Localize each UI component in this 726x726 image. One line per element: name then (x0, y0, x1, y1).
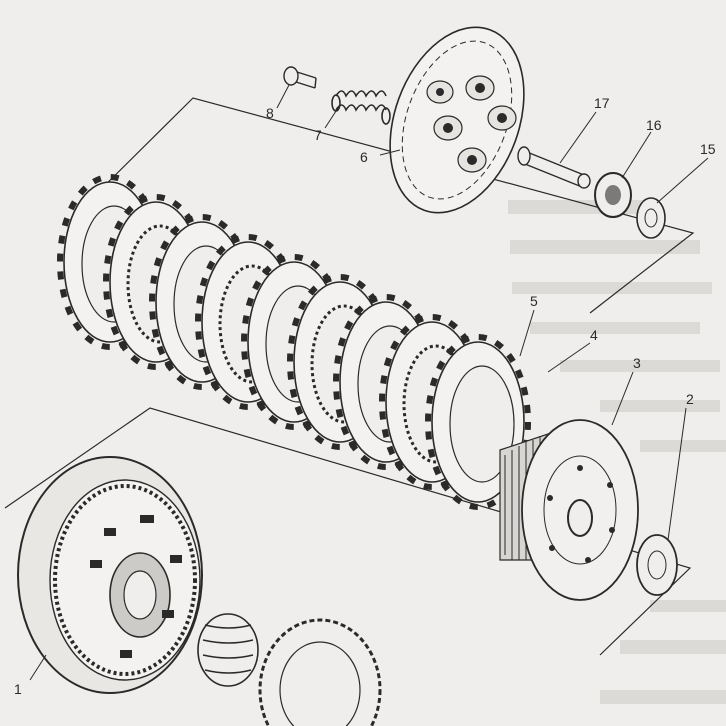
callout-7: 7 (314, 127, 322, 143)
callout-6: 6 (360, 149, 368, 165)
clutch-spring (331, 90, 391, 125)
assembly-boundary-lower (4, 407, 692, 656)
callout-17: 17 (594, 95, 610, 111)
clutch-plate-stack (57, 174, 531, 510)
callout-labels: 1 2 3 4 5 6 7 8 15 16 17 (14, 95, 716, 697)
pressure-plate (389, 26, 525, 214)
callout-4: 4 (590, 327, 598, 343)
callout-15: 15 (700, 141, 716, 157)
callout-8: 8 (266, 105, 274, 121)
callout-5: 5 (530, 293, 538, 309)
thrust-washer (636, 534, 678, 596)
callout-2: 2 (686, 391, 694, 407)
washer-small (636, 197, 666, 239)
primary-gear (258, 618, 382, 726)
leader-lines (29, 84, 709, 681)
clutch-hub (499, 419, 639, 601)
push-rod (517, 146, 591, 189)
bolt (283, 66, 317, 89)
page-bleed-through (508, 200, 726, 704)
callout-1: 1 (14, 681, 22, 697)
clutch-housing (17, 456, 203, 694)
callout-3: 3 (633, 355, 641, 371)
primary-gear-spring (197, 613, 259, 687)
callout-16: 16 (646, 117, 662, 133)
bearing (594, 172, 632, 218)
